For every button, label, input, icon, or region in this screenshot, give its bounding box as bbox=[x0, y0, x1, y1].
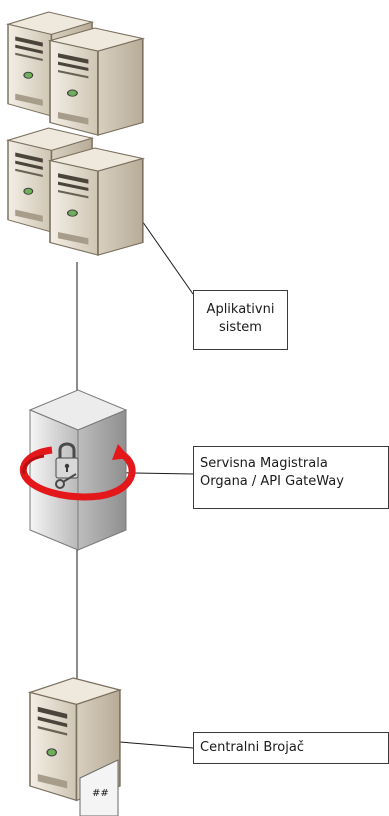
callout-app-system: Aplikativni sistem bbox=[193, 290, 288, 350]
leader-central-counter bbox=[119, 741, 194, 749]
callout-service-bus: Servisna Magistrala Organa / API GateWay bbox=[193, 446, 389, 509]
secure-gateway-icon bbox=[19, 389, 136, 551]
app-system-label-line1: Aplikativni bbox=[206, 302, 275, 317]
service-bus-label-line1: Servisna Magistrala bbox=[200, 456, 328, 471]
central-counter-label: Centralni Brojač bbox=[200, 740, 304, 755]
server-counter-icon: ## bbox=[29, 677, 121, 816]
callout-central-counter: Centralni Brojač bbox=[193, 732, 389, 764]
service-bus-label-line2: Organa / API GateWay bbox=[200, 474, 344, 489]
app-system-label-line2: sistem bbox=[219, 320, 262, 335]
leader-app-system bbox=[139, 217, 194, 295]
server-cluster-icon bbox=[7, 11, 144, 256]
counter-badge: ## bbox=[92, 788, 109, 799]
